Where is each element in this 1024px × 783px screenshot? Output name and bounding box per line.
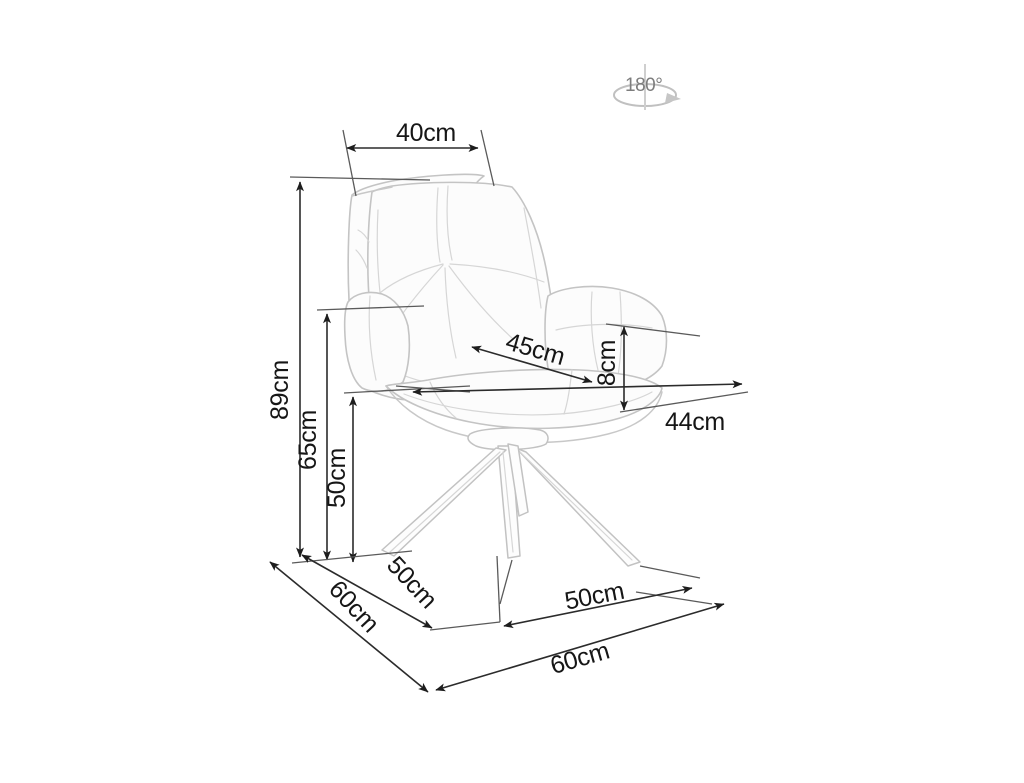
chair-armrest-left: [343, 291, 411, 393]
dimension-label-50cm-right: 50cm: [562, 577, 626, 616]
dimension-base-width-left: [269, 561, 429, 693]
base-leg-back: [507, 443, 529, 517]
dimension-label-60cm-right: 60cm: [547, 637, 612, 680]
dimension-backrest-width: [342, 129, 495, 197]
dimension-label-40cm: 40cm: [396, 119, 456, 147]
dimension-label-65cm: 65cm: [294, 410, 322, 470]
base-leg-front: [497, 445, 521, 559]
dimension-seat-width: [395, 380, 749, 413]
dimension-back-height: [316, 305, 425, 561]
rotation-icon: [613, 64, 681, 110]
rotation-label: 180°: [625, 75, 662, 96]
dimension-label-50cm-seat: 50cm: [323, 448, 351, 508]
dimension-label-89cm: 89cm: [266, 360, 294, 420]
dimension-seat-depth: [471, 345, 593, 384]
chair-illustration: [343, 173, 668, 567]
dimension-armrest-height: [605, 323, 701, 411]
dimension-total-height: [289, 176, 431, 558]
chair-swivel-hub: [467, 427, 549, 451]
dimension-label-44cm: 44cm: [665, 408, 725, 436]
dimension-base-width-right: [435, 602, 725, 692]
dimension-label-8cm: 8cm: [593, 340, 621, 386]
